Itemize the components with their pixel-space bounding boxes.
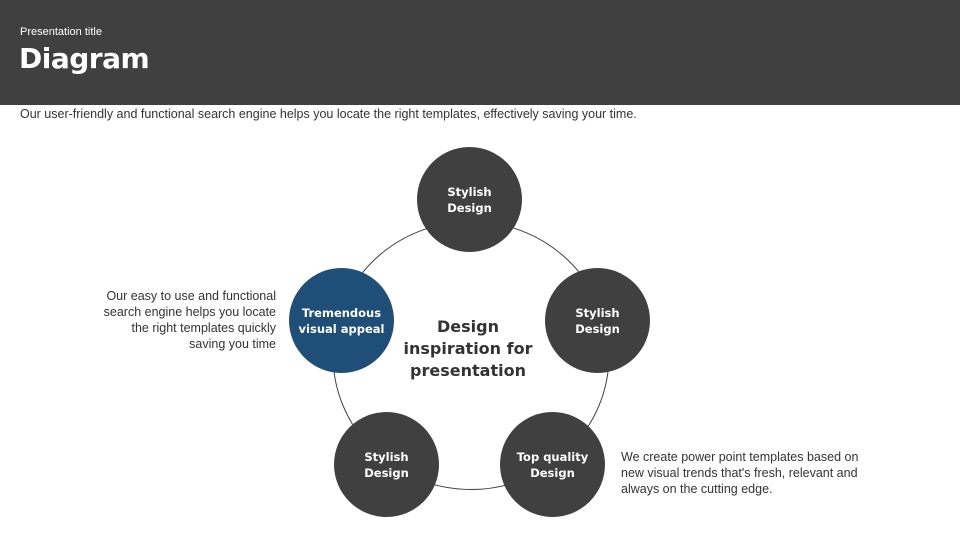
- diagram-node-stylish-design-bottom-left: Stylish Design: [334, 412, 439, 517]
- page-title: Diagram: [19, 42, 150, 75]
- note-right: We create power point templates based on…: [621, 450, 859, 496]
- diagram-node-tremendous-visual-appeal: Tremendous visual appeal: [289, 268, 394, 373]
- note-left: Our easy to use and functional search en…: [103, 289, 276, 351]
- presentation-title: Presentation title: [20, 26, 102, 38]
- diagram-center-label: Design inspiration for presentation: [403, 317, 533, 380]
- subtitle-text: Our user-friendly and functional search …: [20, 107, 637, 121]
- diagram-node-stylish-design-top: Stylish Design: [417, 147, 522, 252]
- diagram-node-stylish-design-right: Stylish Design: [545, 268, 650, 373]
- diagram-node-top-quality-design: Top quality Design: [500, 412, 605, 517]
- header-bar: Presentation title Diagram: [0, 0, 960, 105]
